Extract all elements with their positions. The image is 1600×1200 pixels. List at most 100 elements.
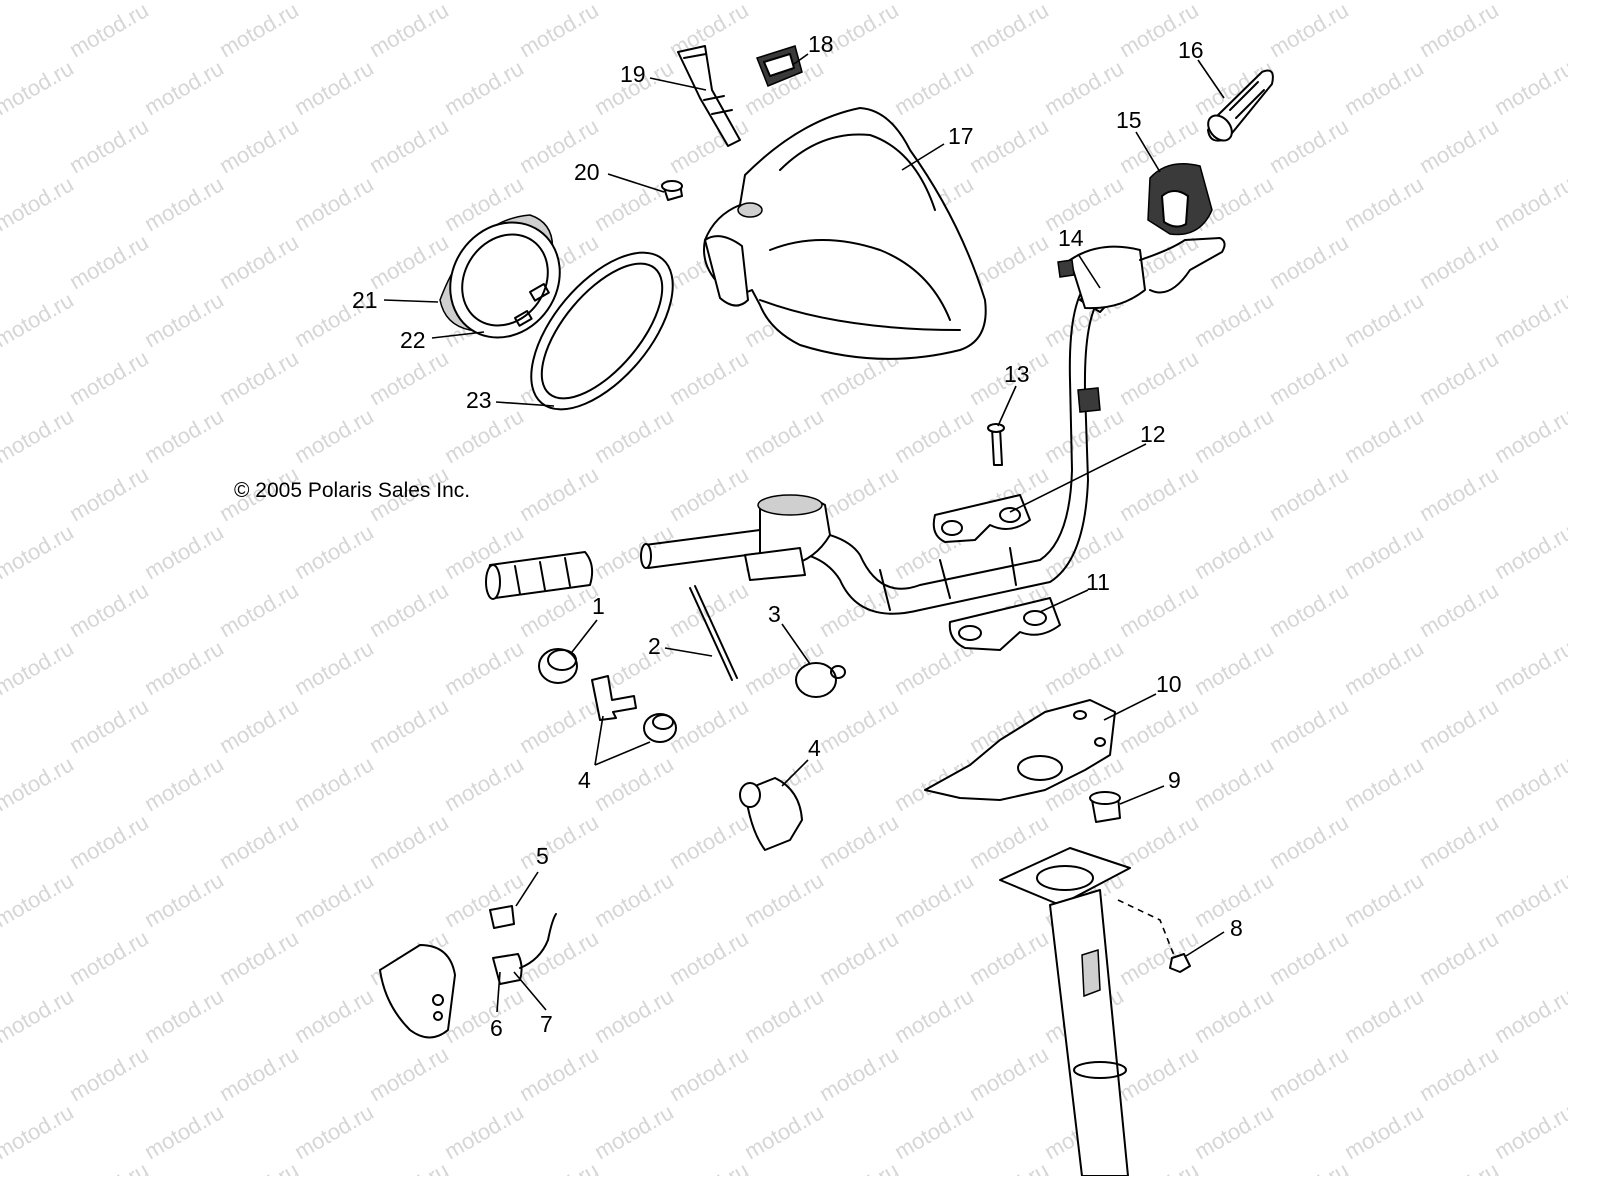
watermark-text: motod.ru (890, 403, 978, 468)
watermark-text: motod.ru (665, 577, 753, 642)
copyright-notice: © 2005 Polaris Sales Inc. (234, 479, 470, 502)
watermark-text: motod.ru (1190, 403, 1278, 468)
watermark-text: motod.ru (365, 345, 453, 410)
watermark-text: motod.ru (965, 113, 1053, 178)
watermark-text: motod.ru (1115, 693, 1203, 758)
watermark-text: motod.ru (815, 809, 903, 874)
watermark-text: motod.ru (1265, 0, 1353, 62)
watermark-text: motod.ru (440, 1099, 528, 1164)
watermark-text: motod.ru (140, 983, 228, 1048)
part-14-throttle-lever (1057, 237, 1226, 413)
watermark-text: motod.ru (1340, 867, 1428, 932)
watermark-text: motod.ru (665, 1041, 753, 1106)
part-15-right-switch-housing (1147, 163, 1213, 236)
watermark-text: motod.ru (365, 113, 453, 178)
watermark-text: motod.ru (0, 1041, 3, 1106)
watermark-text: motod.ru (1340, 751, 1428, 816)
watermark-text: motod.ru (0, 925, 3, 990)
part-3-grommet (795, 662, 846, 698)
watermark-text: motod.ru (1265, 577, 1353, 642)
watermark-text: motod.ru (1565, 577, 1568, 642)
watermark-text: motod.ru (0, 461, 3, 526)
watermark-text: motod.ru (1340, 1099, 1428, 1164)
watermark-text: motod.ru (140, 635, 228, 700)
watermark-text: motod.ru (1415, 1041, 1503, 1106)
watermark-text: motod.ru (1340, 983, 1428, 1048)
watermark-text: motod.ru (1190, 983, 1278, 1048)
watermark-text: motod.ru (515, 0, 603, 62)
watermark-text: motod.ru (1115, 925, 1203, 990)
watermark-text: motod.ru (290, 1099, 378, 1164)
watermark-text: motod.ru (1115, 345, 1203, 410)
callout-2: 2 (648, 633, 661, 659)
watermark-text: motod.ru (1340, 55, 1428, 120)
part-2-rod (689, 585, 738, 681)
watermark-text: motod.ru (1565, 809, 1568, 874)
watermark-text: motod.ru (65, 809, 153, 874)
watermark-text: motod.ru (890, 1099, 978, 1164)
watermark-text: motod.ru (65, 113, 153, 178)
watermark-text: motod.ru (1040, 0, 1128, 4)
watermark-text: motod.ru (0, 635, 78, 700)
watermark-text: motod.ru (140, 1099, 228, 1164)
watermark-text: motod.ru (1265, 229, 1353, 294)
watermark-text: motod.ru (140, 171, 228, 236)
watermark-text: motod.ru (365, 1041, 453, 1106)
watermark-text: motod.ru (590, 519, 678, 584)
callout-13: 13 (1004, 361, 1030, 387)
watermark-text: motod.ru (740, 1099, 828, 1164)
watermark-text: motod.ru (0, 1099, 78, 1164)
watermark-text: motod.ru (365, 809, 453, 874)
watermark-text: motod.ru (1115, 809, 1203, 874)
watermark-text: motod.ru (1265, 1157, 1353, 1176)
callout-4-left: 4 (578, 767, 591, 793)
watermark-text: motod.ru (0, 867, 78, 932)
callout-17: 17 (948, 123, 974, 149)
watermark-text: motod.ru (1040, 519, 1128, 584)
watermark-text: motod.ru (1265, 925, 1353, 990)
watermark-text: motod.ru (1340, 635, 1428, 700)
watermark-text: motod.ru (590, 867, 678, 932)
watermark-text: motod.ru (0, 171, 78, 236)
watermark-text: motod.ru (1490, 867, 1568, 932)
callout-18: 18 (808, 31, 834, 57)
callout-8: 8 (1230, 915, 1243, 941)
watermark-text: motod.ru (0, 751, 78, 816)
watermark-text: motod.ru (65, 345, 153, 410)
watermark-text: motod.ru (365, 1157, 453, 1176)
watermark-text: motod.ru (1565, 229, 1568, 294)
callout-1: 1 (592, 593, 605, 619)
watermark-text: motod.ru (1265, 113, 1353, 178)
watermark-text: motod.ru (740, 867, 828, 932)
watermark-text: motod.ru (1415, 461, 1503, 526)
callout-labels: 1 2 3 4 4 5 6 7 8 9 10 11 12 13 14 15 16… (352, 31, 1243, 1041)
watermark-text: motod.ru (1190, 0, 1278, 4)
watermark-text: motod.ru (290, 55, 378, 120)
part-13-bolt (987, 423, 1005, 466)
watermark-text: motod.ru (140, 751, 228, 816)
watermark-text: motod.ru (215, 693, 303, 758)
watermark-text: motod.ru (965, 0, 1053, 62)
watermark-text: motod.ru (1565, 461, 1568, 526)
watermark-text: motod.ru (290, 519, 378, 584)
watermark-text: motod.ru (0, 983, 78, 1048)
callout-16: 16 (1178, 37, 1204, 63)
callout-9: 9 (1168, 767, 1181, 793)
watermark-text: motod.ru (665, 925, 753, 990)
part-1-cap (538, 648, 578, 684)
watermark-text: motod.ru (815, 1157, 903, 1176)
watermark-text: motod.ru (590, 403, 678, 468)
watermark-text: motod.ru (515, 461, 603, 526)
watermark-text: motod.ru (1565, 1041, 1568, 1106)
watermark-text: motod.ru (215, 1157, 303, 1176)
watermark-text: motod.ru (290, 403, 378, 468)
watermark-text: motod.ru (890, 0, 978, 4)
watermark-text: motod.ru (0, 577, 3, 642)
watermark-text: motod.ru (1565, 345, 1568, 410)
callout-10: 10 (1156, 671, 1182, 697)
watermark-text: motod.ru (1490, 635, 1568, 700)
watermark-text: motod.ru (1490, 0, 1568, 4)
watermark-text: motod.ru (815, 461, 903, 526)
watermark-text: motod.ru (1490, 287, 1568, 352)
exploded-parts-diagram: motod.ru motod.ru motod.ru motod.ru motod.ru… (0, 0, 1568, 1176)
